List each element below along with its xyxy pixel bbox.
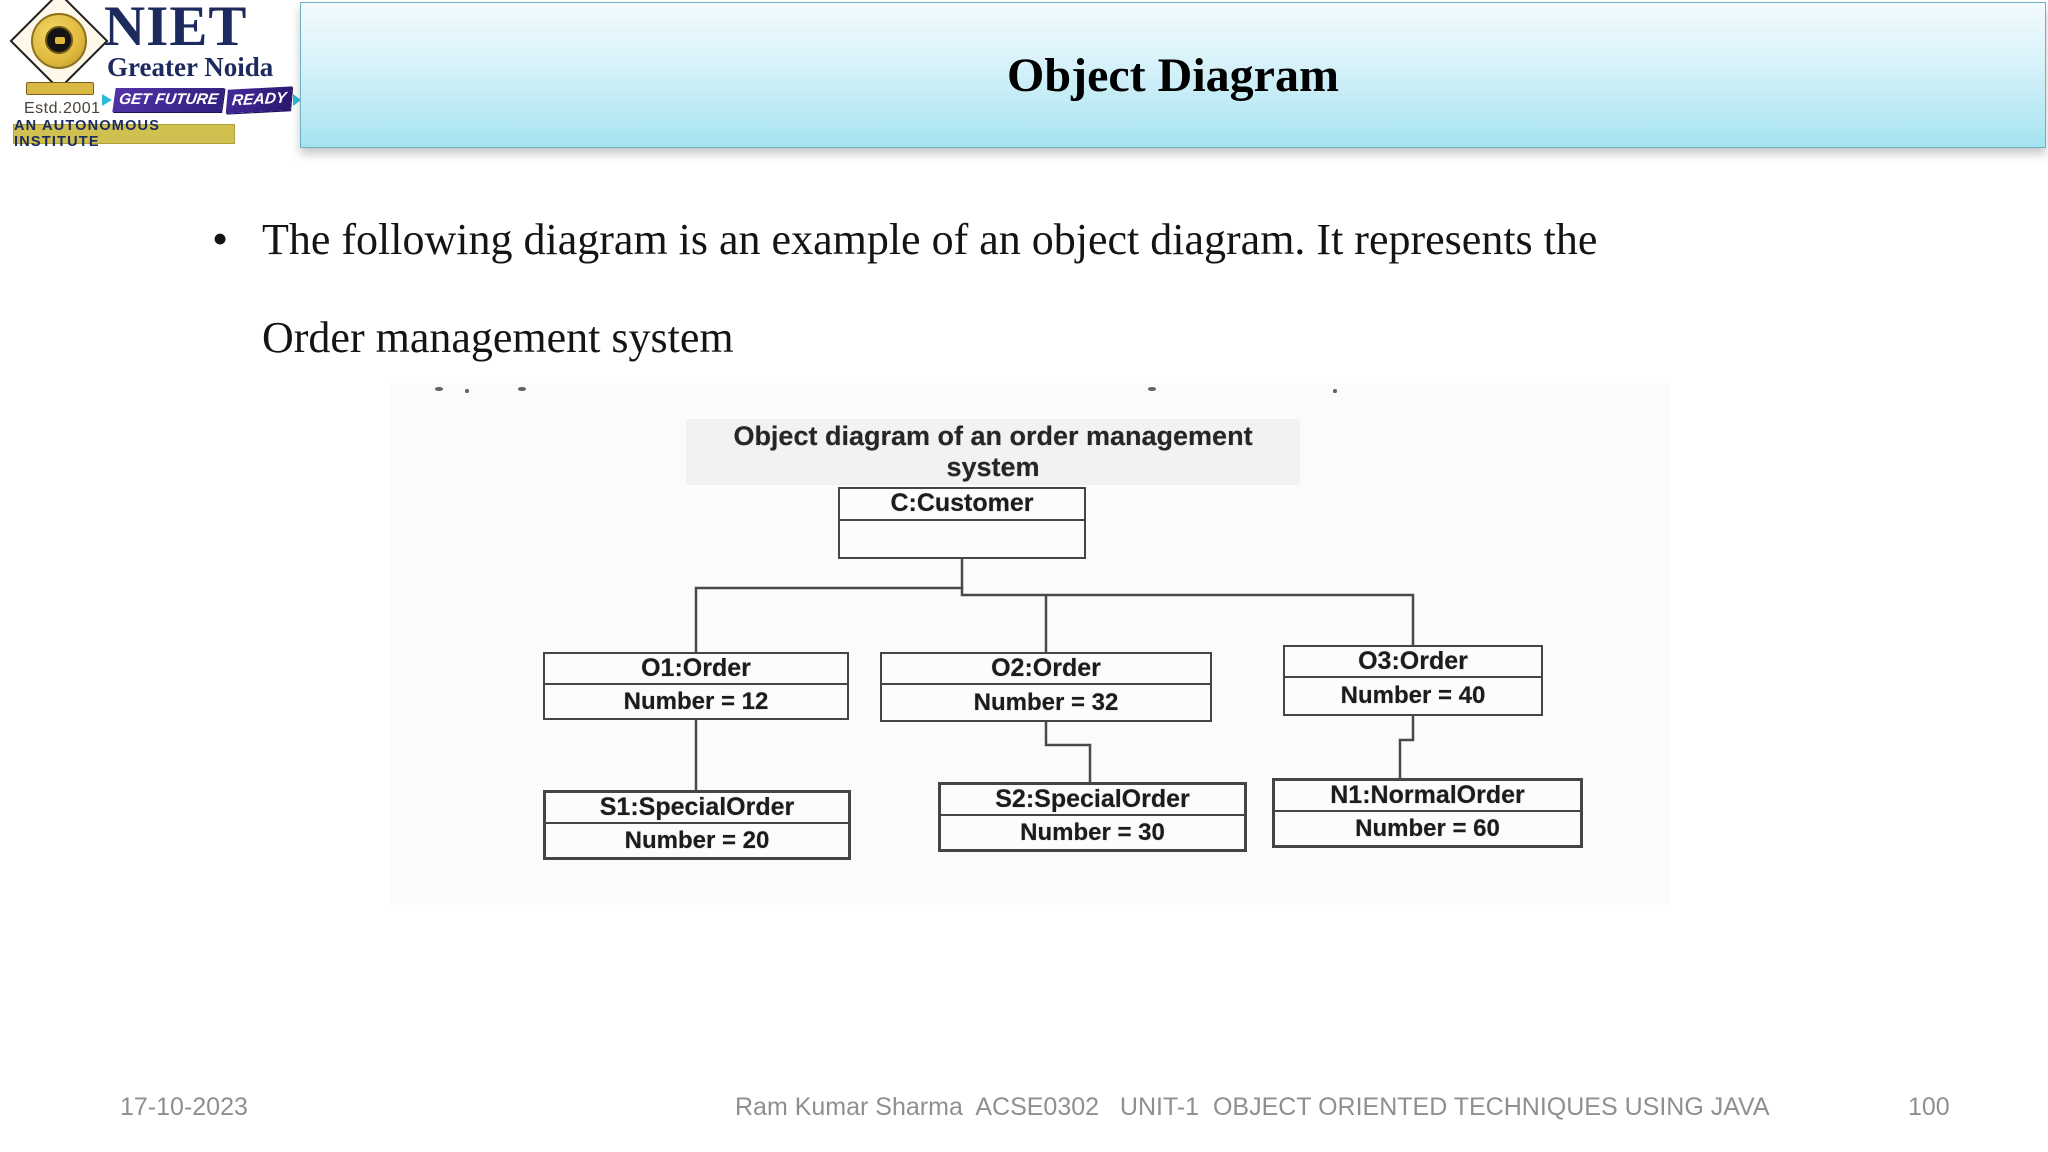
node-value: Number = 12 xyxy=(623,687,769,715)
footer-credit: Ram Kumar Sharma ACSE0302 UNIT-1 OBJECT … xyxy=(735,1093,1770,1121)
diagram-connectors xyxy=(694,559,1415,790)
tagline-left: GET FUTURE xyxy=(112,88,225,112)
cropped-text-remnant xyxy=(1333,389,1337,393)
institute-logo: Estd.2001 NIET Greater Noida GET FUTURE … xyxy=(8,0,302,152)
node-title: S1:SpecialOrder xyxy=(546,793,848,824)
footer-date: 17-10-2023 xyxy=(120,1093,248,1121)
object-diagram-image: Object diagram of an order management sy… xyxy=(390,383,1670,905)
edge-customer-o1 xyxy=(694,559,964,652)
node-value: Number = 32 xyxy=(973,688,1119,716)
autonomous-institute-bar: AN AUTONOMOUS INSTITUTE xyxy=(13,118,235,150)
object-node-n1: N1:NormalOrder Number = 60 xyxy=(1272,778,1583,848)
node-value: Number = 40 xyxy=(1340,682,1486,710)
diagram-caption: Object diagram of an order management sy… xyxy=(686,419,1300,485)
tagline-arrow-icon xyxy=(293,94,302,106)
cropped-text-remnant xyxy=(518,387,526,391)
object-node-o2: O2:Order Number = 32 xyxy=(880,652,1212,722)
tagline-arrow-icon xyxy=(102,94,112,106)
object-node-s2: S2:SpecialOrder Number = 30 xyxy=(938,782,1247,852)
logo-city: Greater Noida xyxy=(107,52,274,82)
object-node-customer: C:Customer xyxy=(838,487,1086,559)
node-value: Number = 30 xyxy=(1020,818,1165,846)
node-title: S2:SpecialOrder xyxy=(941,785,1244,816)
logo-tagline: GET FUTURE READY xyxy=(102,86,302,114)
estd-label: Estd.2001 xyxy=(24,100,101,117)
node-title: O3:Order xyxy=(1285,647,1541,679)
object-node-o3: O3:Order Number = 40 xyxy=(1283,645,1543,716)
logo-acronym: NIET xyxy=(104,0,248,58)
edge-o2-s2 xyxy=(1044,722,1092,782)
cropped-text-remnant xyxy=(465,389,469,393)
edge-customer-o3 xyxy=(960,587,1415,645)
cropped-text-remnant xyxy=(1148,387,1156,391)
bullet-marker: • xyxy=(212,213,229,264)
institute-emblem-icon: Estd.2001 xyxy=(9,0,109,117)
footer-page-number: 100 xyxy=(1908,1093,1950,1121)
edge-o3-n1 xyxy=(1398,716,1415,778)
tagline-right: READY xyxy=(225,86,293,114)
bullet-text-line1: The following diagram is an example of a… xyxy=(262,215,1598,264)
autonomous-institute-label: AN AUTONOMOUS INSTITUTE xyxy=(14,118,161,150)
node-title: C:Customer xyxy=(840,489,1084,521)
object-node-s1: S1:SpecialOrder Number = 20 xyxy=(543,790,851,860)
node-value xyxy=(840,521,1084,557)
emblem-ribbon xyxy=(26,82,94,95)
node-value: Number = 20 xyxy=(624,826,770,854)
node-title: O1:Order xyxy=(545,654,847,685)
emblem-gold-seal xyxy=(31,13,87,69)
bullet-text-line2: Order management system xyxy=(262,313,734,362)
node-title: N1:NormalOrder xyxy=(1275,781,1580,812)
node-value: Number = 60 xyxy=(1355,814,1500,842)
slide-title: Object Diagram xyxy=(1007,48,1339,102)
node-title: O2:Order xyxy=(882,654,1210,686)
object-node-o1: O1:Order Number = 12 xyxy=(543,652,849,720)
cropped-text-remnant xyxy=(435,387,443,391)
emblem-core-icon xyxy=(45,26,73,54)
slide-header-bar: Object Diagram xyxy=(300,2,2046,148)
